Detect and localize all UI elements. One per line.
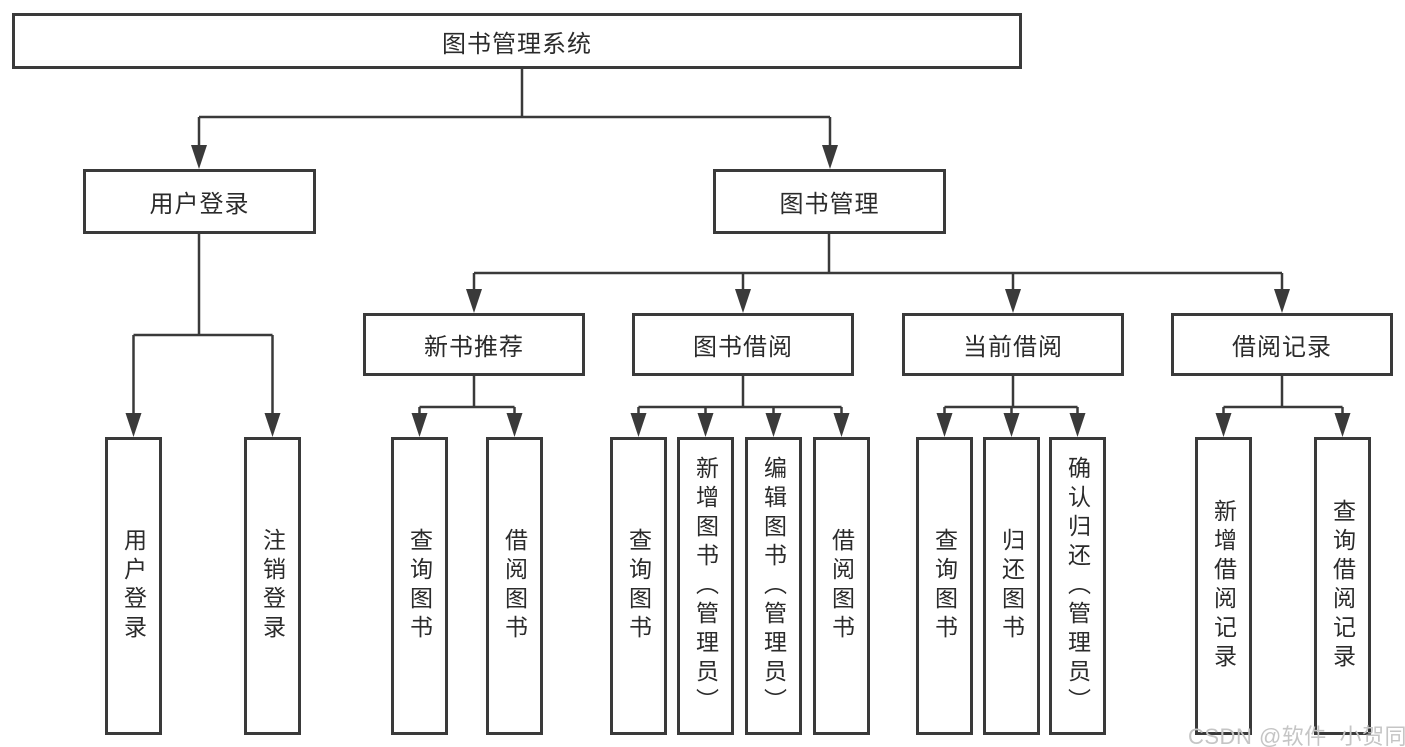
- leaf-return-book: 归还图书: [983, 437, 1040, 735]
- node-current-borrow: 当前借阅: [902, 313, 1124, 376]
- node-new-book-recommend: 新书推荐: [363, 313, 585, 376]
- leaf-confirm-return-admin: 确认归还（管理员）: [1049, 437, 1106, 735]
- leaf-query-books-borrow: 查询图书: [610, 437, 667, 735]
- leaf-edit-book-admin: 编辑图书（管理员）: [745, 437, 802, 735]
- leaf-add-book-admin: 新增图书（管理员）: [677, 437, 734, 735]
- node-user-login: 用户登录: [83, 169, 316, 234]
- leaf-query-books-recommend: 查询图书: [391, 437, 448, 735]
- node-root-library-system: 图书管理系统: [12, 13, 1022, 69]
- node-book-management: 图书管理: [713, 169, 946, 234]
- leaf-borrow-books-recommend: 借阅图书: [486, 437, 543, 735]
- leaf-query-books-current: 查询图书: [916, 437, 973, 735]
- leaf-borrow-books: 借阅图书: [813, 437, 870, 735]
- csdn-watermark: CSDN @软件_小贺同学: [1188, 724, 1405, 747]
- leaf-add-borrow-record: 新增借阅记录: [1195, 437, 1252, 735]
- leaf-query-borrow-record: 查询借阅记录: [1314, 437, 1371, 735]
- leaf-logout: 注销登录: [244, 437, 301, 735]
- leaf-user-login: 用户登录: [105, 437, 162, 735]
- node-book-borrow: 图书借阅: [632, 313, 854, 376]
- node-borrow-records: 借阅记录: [1171, 313, 1393, 376]
